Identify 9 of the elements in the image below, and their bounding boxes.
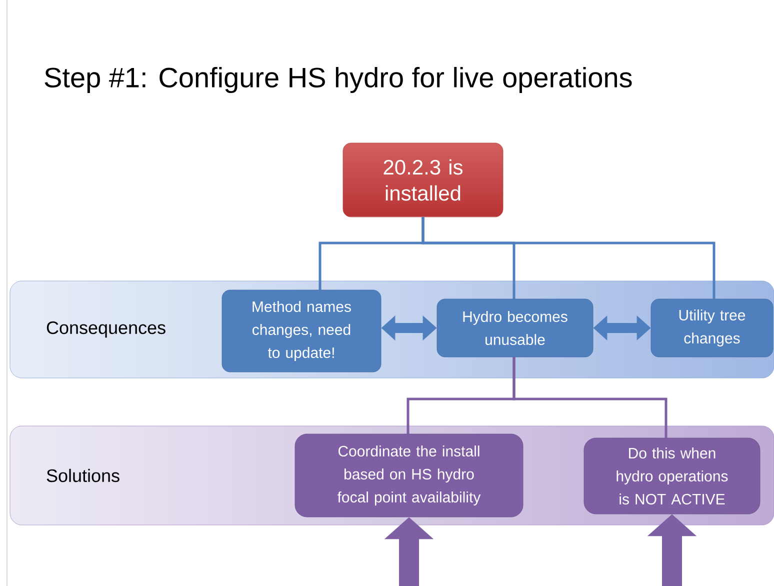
title: Step #1: Configure HS hydro for live operations [44, 66, 632, 94]
process-box: Do this when hydro operations is NOT ACTIVE [584, 438, 760, 514]
connector-line [512, 357, 668, 438]
process-box: Method names changes, need to update! [222, 290, 382, 372]
status-box: 20.2.3 is installed [342, 142, 504, 218]
process-box: Utility tree changes [650, 298, 774, 358]
process-box: Hydro becomes unusable [436, 298, 594, 358]
connector-line [422, 217, 716, 299]
process-box: Coordinate the install based on HS hydro focal point availability [294, 434, 524, 518]
